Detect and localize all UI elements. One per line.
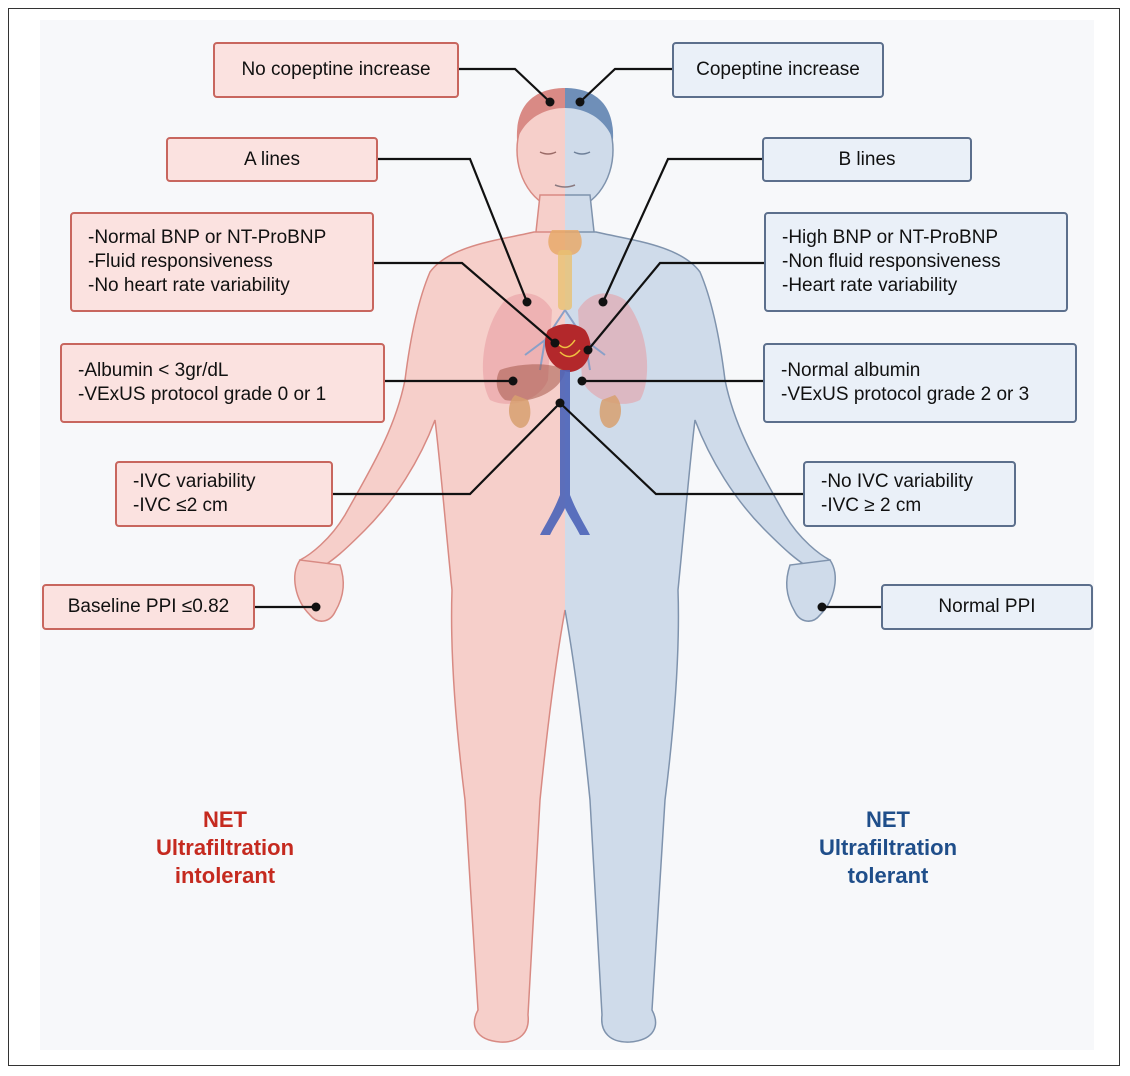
- non-fluid-responsiveness-line: -Non fluid responsiveness: [782, 250, 1066, 274]
- intolerant-caption: NET Ultrafiltration intolerant: [110, 806, 340, 890]
- no-copeptine-increase-box: No copeptine increase: [213, 42, 459, 98]
- heart-rate-variability-line: -Heart rate variability: [782, 274, 1066, 298]
- b-lines-box: B lines: [762, 137, 972, 182]
- tolerant-caption-line1: NET: [770, 806, 1006, 834]
- albumin-line: -Albumin < 3gr/dL: [78, 359, 383, 383]
- no-ivc-variability-line: -No IVC variability: [821, 470, 1014, 494]
- normal-ppi-label: Normal PPI: [938, 595, 1035, 619]
- intolerant-caption-line2: Ultrafiltration: [110, 834, 340, 862]
- a-lines-label: A lines: [244, 148, 300, 172]
- low-albumin-box: -Albumin < 3gr/dL -VExUS protocol grade …: [60, 343, 385, 423]
- vexus-grade-line: -VExUS protocol grade 0 or 1: [78, 383, 383, 407]
- tolerant-caption-line2: Ultrafiltration: [770, 834, 1006, 862]
- vexus-grade-high-line: -VExUS protocol grade 2 or 3: [781, 383, 1075, 407]
- no-copeptine-increase-label: No copeptine increase: [241, 58, 430, 82]
- intolerant-caption-line1: NET: [110, 806, 340, 834]
- ivc-large-line: -IVC ≥ 2 cm: [821, 494, 1014, 518]
- tolerant-caption: NET Ultrafiltration tolerant: [770, 806, 1006, 890]
- normal-albumin-box: -Normal albumin -VExUS protocol grade 2 …: [763, 343, 1077, 423]
- ivc-variability-box: -IVC variability -IVC ≤2 cm: [115, 461, 333, 527]
- tolerant-caption-line3: tolerant: [770, 862, 1006, 890]
- normal-ppi-box: Normal PPI: [881, 584, 1093, 630]
- intolerant-caption-line3: intolerant: [110, 862, 340, 890]
- copeptine-increase-box: Copeptine increase: [672, 42, 884, 98]
- no-ivc-variability-box: -No IVC variability -IVC ≥ 2 cm: [803, 461, 1016, 527]
- normal-bnp-box: -Normal BNP or NT-ProBNP -Fluid responsi…: [70, 212, 374, 312]
- a-lines-box: A lines: [166, 137, 378, 182]
- no-heart-rate-variability-line: -No heart rate variability: [88, 274, 372, 298]
- ivc-size-line: -IVC ≤2 cm: [133, 494, 331, 518]
- normal-bnp-line: -Normal BNP or NT-ProBNP: [88, 226, 372, 250]
- b-lines-label: B lines: [838, 148, 895, 172]
- high-bnp-box: -High BNP or NT-ProBNP -Non fluid respon…: [764, 212, 1068, 312]
- baseline-ppi-box: Baseline PPI ≤0.82: [42, 584, 255, 630]
- normal-albumin-line: -Normal albumin: [781, 359, 1075, 383]
- high-bnp-line: -High BNP or NT-ProBNP: [782, 226, 1066, 250]
- fluid-responsiveness-line: -Fluid responsiveness: [88, 250, 372, 274]
- baseline-ppi-label: Baseline PPI ≤0.82: [68, 595, 229, 619]
- ivc-variability-line: -IVC variability: [133, 470, 331, 494]
- copeptine-increase-label: Copeptine increase: [696, 58, 860, 82]
